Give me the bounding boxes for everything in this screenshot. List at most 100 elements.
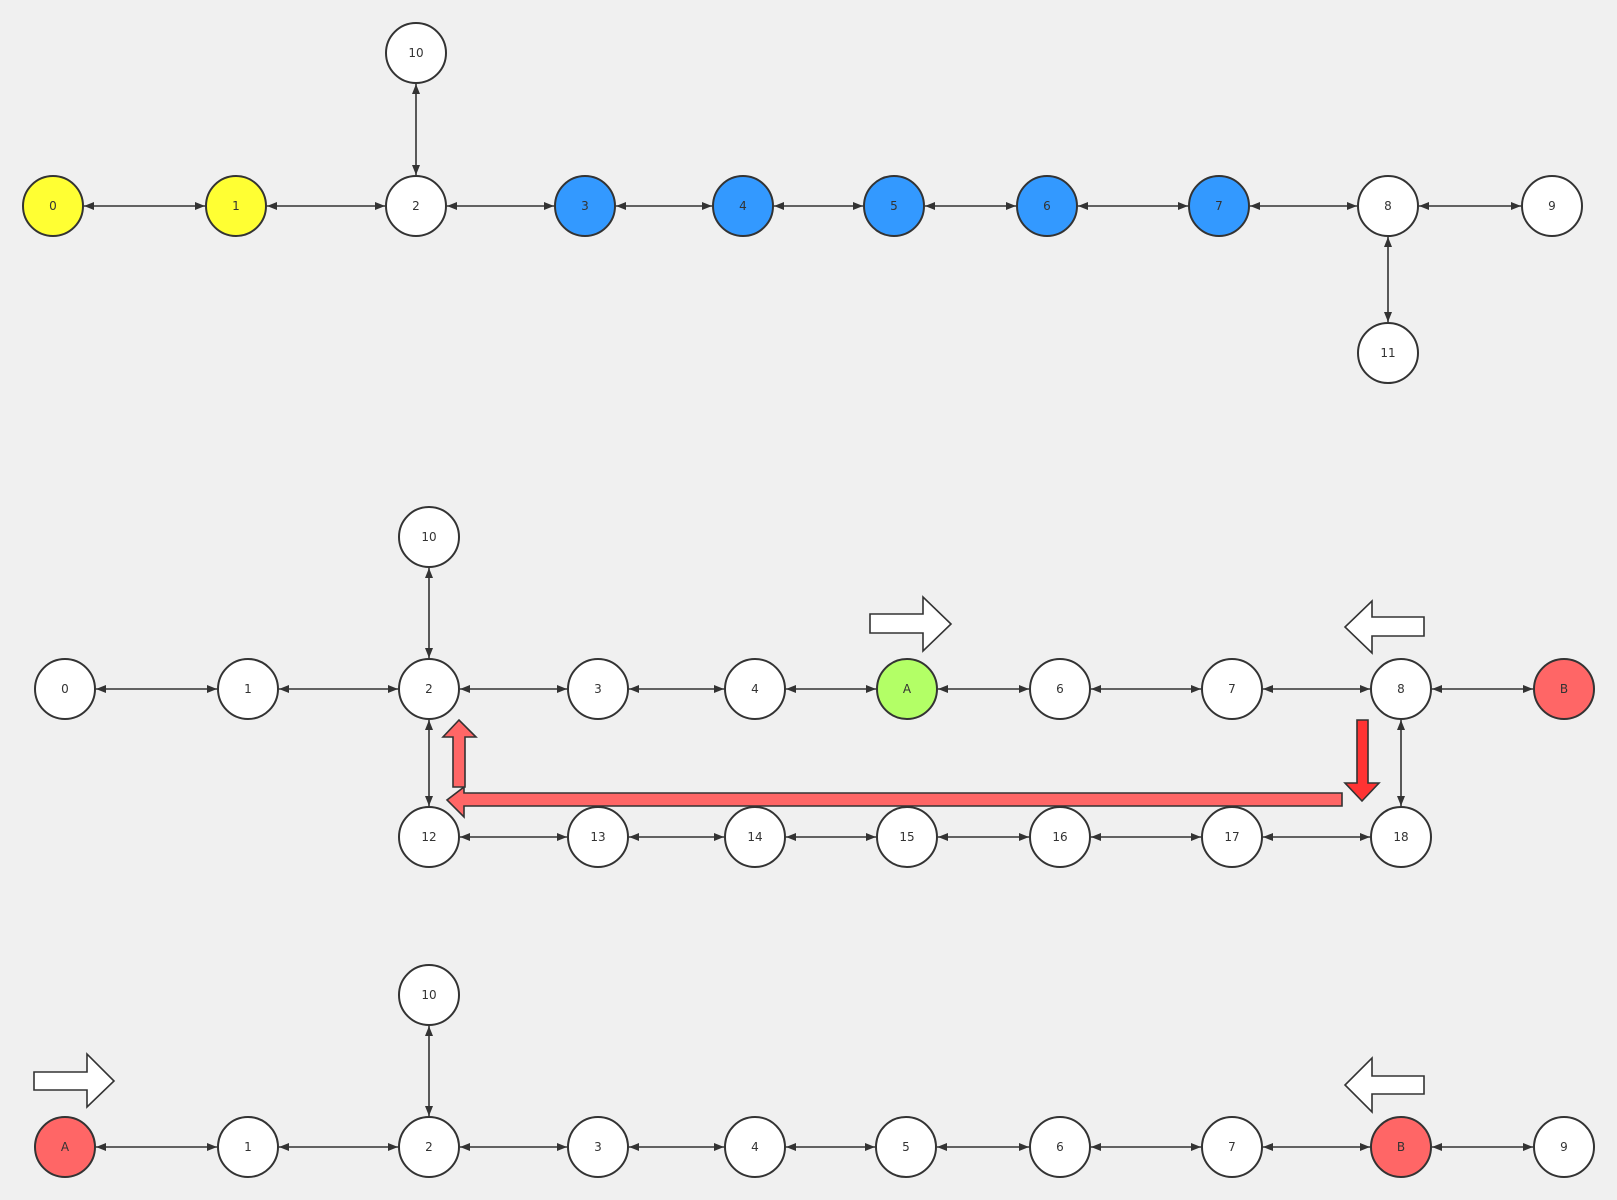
node-circle	[1533, 1116, 1595, 1178]
nodes: 0 1 2 3 4 5 6 7 8 9 10 11	[22, 22, 1583, 384]
node-label: 10	[408, 46, 423, 60]
node-15[interactable]: 15	[876, 806, 938, 868]
node-label: 6	[1043, 199, 1051, 213]
node-A[interactable]: A	[34, 1116, 96, 1178]
node-label: 3	[581, 199, 589, 213]
diagram-top: 0 1 2 3 4 5 6 7 8 9 10 11	[22, 22, 1583, 384]
node-4[interactable]: 4	[724, 1116, 786, 1178]
node-0[interactable]: 0	[22, 175, 84, 237]
node-2[interactable]: 2	[398, 1116, 460, 1178]
node-label: 10	[421, 530, 436, 544]
block-arrows	[33, 1052, 1425, 1114]
node-9[interactable]: 9	[1521, 175, 1583, 237]
node-17[interactable]: 17	[1201, 806, 1263, 868]
node-circle	[398, 1116, 460, 1178]
node-label: 1	[244, 682, 252, 696]
node-circle	[1357, 322, 1419, 384]
node-circle	[1370, 806, 1432, 868]
node-3[interactable]: 3	[567, 658, 629, 720]
node-1[interactable]: 1	[217, 658, 279, 720]
node-label: 0	[61, 682, 69, 696]
node-circle	[875, 1116, 937, 1178]
node-14[interactable]: 14	[724, 806, 786, 868]
node-8[interactable]: 8	[1357, 175, 1419, 237]
node-1[interactable]: 1	[205, 175, 267, 237]
node-3[interactable]: 3	[554, 175, 616, 237]
node-circle	[567, 658, 629, 720]
left-arrow-over-B-icon	[1343, 1056, 1425, 1114]
node-label: 1	[244, 1140, 252, 1154]
node-label: 11	[1380, 346, 1395, 360]
node-B[interactable]: B	[1370, 1116, 1432, 1178]
node-4[interactable]: 4	[712, 175, 774, 237]
node-circle	[876, 806, 938, 868]
node-circle	[34, 658, 96, 720]
node-5[interactable]: 5	[875, 1116, 937, 1178]
node-B[interactable]: B	[1533, 658, 1595, 720]
node-18[interactable]: 18	[1370, 806, 1432, 868]
node-1[interactable]: 1	[217, 1116, 279, 1178]
diagram-bottom: A 1 2 3 4 5 6 7 B 9 10	[33, 964, 1595, 1178]
node-10[interactable]: 10	[398, 964, 460, 1026]
node-3[interactable]: 3	[567, 1116, 629, 1178]
node-5[interactable]: 5	[863, 175, 925, 237]
node-16[interactable]: 16	[1029, 806, 1091, 868]
node-circle	[876, 658, 938, 720]
node-circle	[1201, 1116, 1263, 1178]
node-label: 13	[590, 830, 605, 844]
node-label: 3	[594, 682, 602, 696]
node-circle	[1201, 806, 1263, 868]
node-label: 6	[1056, 1140, 1064, 1154]
node-8[interactable]: 8	[1370, 658, 1432, 720]
node-circle	[398, 964, 460, 1026]
node-circle	[217, 1116, 279, 1178]
node-2[interactable]: 2	[398, 658, 460, 720]
node-label: 4	[739, 199, 747, 213]
node-circle	[712, 175, 774, 237]
node-circle	[398, 506, 460, 568]
node-circle	[1016, 175, 1078, 237]
node-label: 2	[425, 1140, 433, 1154]
node-label: 3	[594, 1140, 602, 1154]
node-6[interactable]: 6	[1029, 1116, 1091, 1178]
node-0[interactable]: 0	[34, 658, 96, 720]
pink-left-bar-arrow-icon	[445, 785, 1343, 819]
node-13[interactable]: 13	[567, 806, 629, 868]
node-4[interactable]: 4	[724, 658, 786, 720]
node-circle	[567, 1116, 629, 1178]
node-6[interactable]: 6	[1016, 175, 1078, 237]
node-circle	[1370, 658, 1432, 720]
node-label: 10	[421, 988, 436, 1002]
node-label: 12	[421, 830, 436, 844]
right-arrow-over-A-icon	[869, 595, 953, 653]
edges	[96, 568, 1533, 841]
node-11[interactable]: 11	[1357, 322, 1419, 384]
node-label: 16	[1052, 830, 1067, 844]
node-7[interactable]: 7	[1201, 658, 1263, 720]
node-A[interactable]: A	[876, 658, 938, 720]
node-label: 8	[1384, 199, 1392, 213]
node-circle	[724, 658, 786, 720]
node-circle	[1029, 658, 1091, 720]
node-circle	[863, 175, 925, 237]
node-10[interactable]: 10	[385, 22, 447, 84]
node-label: 18	[1393, 830, 1408, 844]
node-label: A	[903, 682, 912, 696]
node-2[interactable]: 2	[385, 175, 447, 237]
node-10[interactable]: 10	[398, 506, 460, 568]
node-circle	[1357, 175, 1419, 237]
node-7[interactable]: 7	[1188, 175, 1250, 237]
node-circle	[1188, 175, 1250, 237]
node-9[interactable]: 9	[1533, 1116, 1595, 1178]
node-7[interactable]: 7	[1201, 1116, 1263, 1178]
node-label: 9	[1548, 199, 1556, 213]
node-circle	[1029, 806, 1091, 868]
node-6[interactable]: 6	[1029, 658, 1091, 720]
node-12[interactable]: 12	[398, 806, 460, 868]
node-circle	[1533, 658, 1595, 720]
red-down-arrow-icon	[1343, 719, 1381, 803]
node-circle	[724, 1116, 786, 1178]
pink-up-arrow-icon	[441, 718, 478, 788]
